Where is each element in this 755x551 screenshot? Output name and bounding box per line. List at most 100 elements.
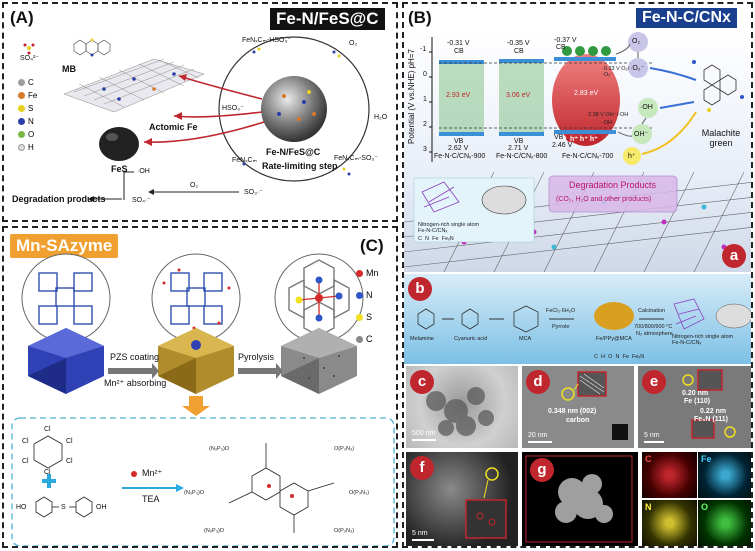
legend-n-dot	[356, 292, 363, 300]
fe-ppy-mca	[594, 302, 634, 330]
down-arrow	[182, 396, 210, 416]
legend-fe-label: Fe	[28, 91, 38, 100]
graphene-sheet	[63, 58, 205, 113]
legend-n: N	[356, 284, 379, 306]
band-diagram: Potential (V vs.NHE) pH=7 -1 0 1 2 3 -0.…	[404, 32, 751, 272]
legend-s: S	[356, 306, 379, 328]
vb1-value: 2.62 V	[448, 145, 469, 152]
y-tick-minus1: -1	[420, 46, 427, 53]
tem-d-scale: 20 nm	[528, 432, 548, 439]
degradation-label: Degradation products	[12, 194, 106, 204]
legend-fe: Fe	[18, 89, 37, 102]
synth-atmosphere: N₂ atmosphere	[636, 331, 673, 337]
so4-radical-label: SO₄·⁻	[132, 197, 151, 204]
panel-c-legend: Mn N S C	[356, 262, 379, 350]
fes-label: FeS	[111, 164, 128, 174]
y-tick-0: 0	[423, 71, 427, 78]
legend-n: N	[18, 115, 37, 128]
so4-molecule	[23, 43, 35, 55]
degradation-arrows	[94, 171, 239, 200]
synth-calcination: Calcination	[638, 308, 666, 314]
tem-image-c: c 500 nm	[406, 366, 518, 448]
legend-mn-label: Mn	[366, 268, 379, 278]
center-label: Fe-N/FeS@C	[266, 147, 321, 157]
o2-radical-top: O₂	[632, 38, 641, 45]
legend-h: H	[18, 141, 37, 154]
step-pzs-coating: PZS coating	[110, 352, 160, 362]
synth-mca: MCA	[519, 336, 532, 342]
legend-s-dot	[356, 314, 363, 322]
map-fe-label: Fe	[701, 454, 712, 464]
oh-potential-value: 2.38 V OH⁻/·OH	[588, 112, 629, 118]
tem-e-spacing-a: 0.20 nm	[682, 390, 709, 397]
mn-dot	[131, 471, 137, 477]
badge-f: f	[410, 456, 434, 480]
fencm-label: FeNₓCₘ	[232, 157, 257, 164]
badge-b: b	[408, 277, 432, 301]
hydroxyl-radical: ·OH	[640, 104, 653, 111]
cb3-value: -0.37 V	[554, 37, 577, 44]
legend-c-dot	[356, 336, 363, 344]
synth-fe-ppy-mca: Fe/PPy@MCA	[596, 336, 632, 342]
badge-d: d	[526, 370, 550, 394]
gap3: 2.83 eV	[574, 90, 599, 97]
legend-b-n: N	[615, 354, 620, 360]
reaction-cycle	[218, 36, 370, 182]
fencm-so3-label: FeNₓCₘ-SO₃⁻	[334, 155, 378, 162]
synth-melamine: Melamine	[410, 336, 434, 342]
map-c: C	[642, 452, 697, 498]
y-tick-3: 3	[423, 146, 427, 153]
vb1-label: VB	[454, 138, 464, 145]
tem-e-plane-a: Fe (110)	[684, 398, 711, 405]
tem-e-spacing-b: 0.22 nm	[700, 408, 727, 415]
panel-a-schematic	[23, 36, 370, 202]
panel-a-legend: C Fe S N O H	[18, 76, 37, 154]
ho-label: HO	[16, 504, 27, 511]
legend-c-label: C	[366, 334, 373, 344]
legend-c: C	[18, 76, 37, 89]
legend-n-label: N	[28, 117, 34, 126]
vb2-value: 2.71 V	[508, 145, 529, 152]
sample1-label: Fe-N-C/CNₓ-900	[434, 153, 486, 160]
panel-b: (B) Fe-N-C/CNx	[402, 2, 753, 548]
cb2-label: CB	[514, 48, 524, 55]
zoom-circle-2	[151, 253, 241, 343]
malachite-green-molecule	[692, 60, 744, 112]
product-group-1: (N₃P₃)O	[209, 446, 230, 452]
tea-label: TEA	[142, 494, 160, 504]
panel-a: (A) Fe-N/FeS@C	[2, 2, 398, 222]
badge-c: c	[410, 370, 434, 394]
legend-c-dot	[18, 79, 25, 87]
tem-e-scale: 5 nm	[644, 432, 660, 439]
legend-n-dot	[18, 118, 25, 126]
cl-label-1: Cl	[44, 426, 51, 433]
band-diagram-svg	[404, 32, 751, 272]
vb2-label: VB	[514, 138, 524, 145]
process-arrows	[108, 363, 283, 379]
plus-sign	[42, 474, 56, 488]
product-group-2: O(P₃N₃)	[334, 446, 355, 452]
gold-polyhedron	[158, 328, 234, 394]
legend-o-label: O	[28, 130, 35, 139]
synth-cyanuric-acid: Cyanuric acid	[454, 336, 488, 342]
badge-g: g	[530, 458, 554, 482]
malachite-green-label: Malachite green	[701, 128, 741, 148]
gap2: 3.06 eV	[506, 92, 531, 99]
synth-product: Nitrogen-rich single atom Fe-N-C/CNₓ	[672, 334, 734, 346]
panel-a-title: Fe-N/FeS@C	[270, 8, 385, 30]
fes-particle	[99, 127, 139, 161]
tem-e-svg	[644, 369, 736, 443]
step-pyrolysis: Pyrolysis	[238, 352, 275, 362]
tem-c-scale: 500 nm	[412, 430, 436, 437]
holes-label: h⁺ h⁺ h⁺	[570, 136, 598, 143]
legend-c: C	[356, 328, 379, 350]
blue-polyhedron	[28, 328, 104, 394]
cl-label-3: Cl	[22, 438, 29, 445]
cb1-label: CB	[454, 48, 464, 55]
product-group-5: (N₃P₃)O	[204, 528, 225, 534]
oh-label: OH	[96, 504, 107, 511]
cl-label-2: Cl	[66, 438, 73, 445]
panel-c-tag: (C)	[360, 236, 384, 255]
tem-image-e: e 0.20 nm Fe (110) 0.22 nm Fe₃N (111) 5 …	[638, 366, 751, 448]
legend-b: C H O N Fe FeₓN	[594, 354, 644, 360]
